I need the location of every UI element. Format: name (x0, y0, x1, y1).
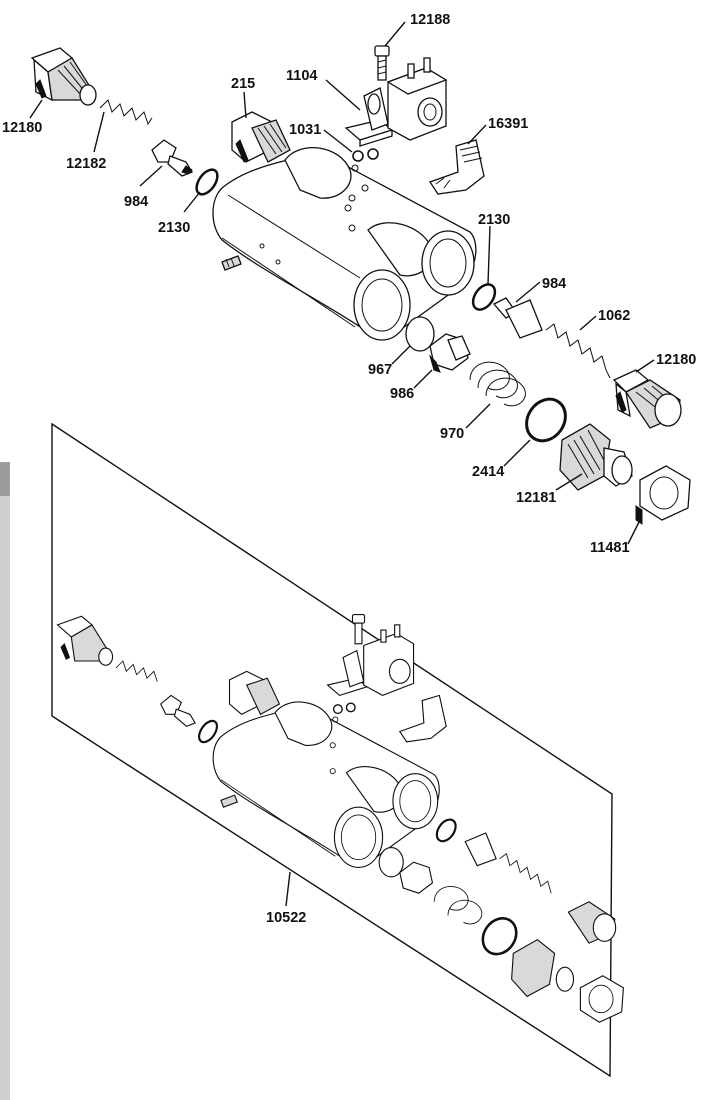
leader-lines-upper (29, 21, 655, 545)
valve-body (212, 147, 477, 341)
kit-10522-group: 10522 (51, 422, 624, 1078)
kit-parts-thumbnail (56, 614, 624, 1023)
disc-967 (405, 316, 435, 352)
callout-12181: 12181 (516, 490, 556, 506)
callout-11481: 11481 (590, 540, 630, 556)
cap-screw-12188 (374, 45, 390, 81)
oring-1031-b (367, 148, 379, 160)
callout-12180-left: 12180 (2, 120, 42, 136)
leader-line-10522 (285, 871, 291, 907)
oring-1031-a (352, 150, 364, 162)
spring-970 (469, 361, 526, 407)
elbow-fitting-16391 (428, 139, 485, 195)
fitting-12180-right (612, 369, 682, 429)
oring-2414 (525, 397, 567, 443)
fitting-12180-left (30, 47, 97, 106)
oring-2130-right (471, 283, 497, 311)
solenoid-1104 (344, 57, 448, 147)
callout-984-left: 984 (124, 194, 148, 210)
callout-10522: 10522 (266, 910, 306, 926)
fitting-12181 (559, 423, 633, 491)
callout-2130-right: 2130 (478, 212, 510, 228)
callout-1104: 1104 (286, 68, 317, 84)
callout-215: 215 (231, 76, 255, 92)
callout-2414: 2414 (472, 464, 504, 480)
callout-16391: 16391 (488, 116, 528, 132)
poppet-984-right (492, 297, 543, 339)
callout-1062: 1062 (598, 308, 630, 324)
upper-exploded-view: 12188 1104 215 1031 16391 12180 12182 98… (2, 12, 696, 556)
page-edge-tab (0, 462, 10, 496)
set-screw (221, 255, 242, 271)
spring-1062 (545, 323, 611, 379)
spring-12182 (99, 99, 153, 126)
callout-12180-right: 12180 (656, 352, 696, 368)
callout-984-right: 984 (542, 276, 566, 292)
hex-nut-986 (428, 333, 471, 373)
callout-12188: 12188 (410, 12, 450, 28)
callout-2130-left: 2130 (158, 220, 190, 236)
callout-970: 970 (440, 426, 464, 442)
plug-215 (231, 111, 291, 163)
callout-967: 967 (368, 362, 392, 378)
callout-1031: 1031 (289, 122, 321, 138)
callout-986: 986 (390, 386, 414, 402)
poppet-984-left (151, 139, 193, 177)
callout-12182: 12182 (66, 156, 106, 172)
hex-nut-11481 (635, 465, 691, 525)
kit-boundary-frame (51, 422, 613, 1078)
page-edge-strip (0, 462, 10, 1100)
